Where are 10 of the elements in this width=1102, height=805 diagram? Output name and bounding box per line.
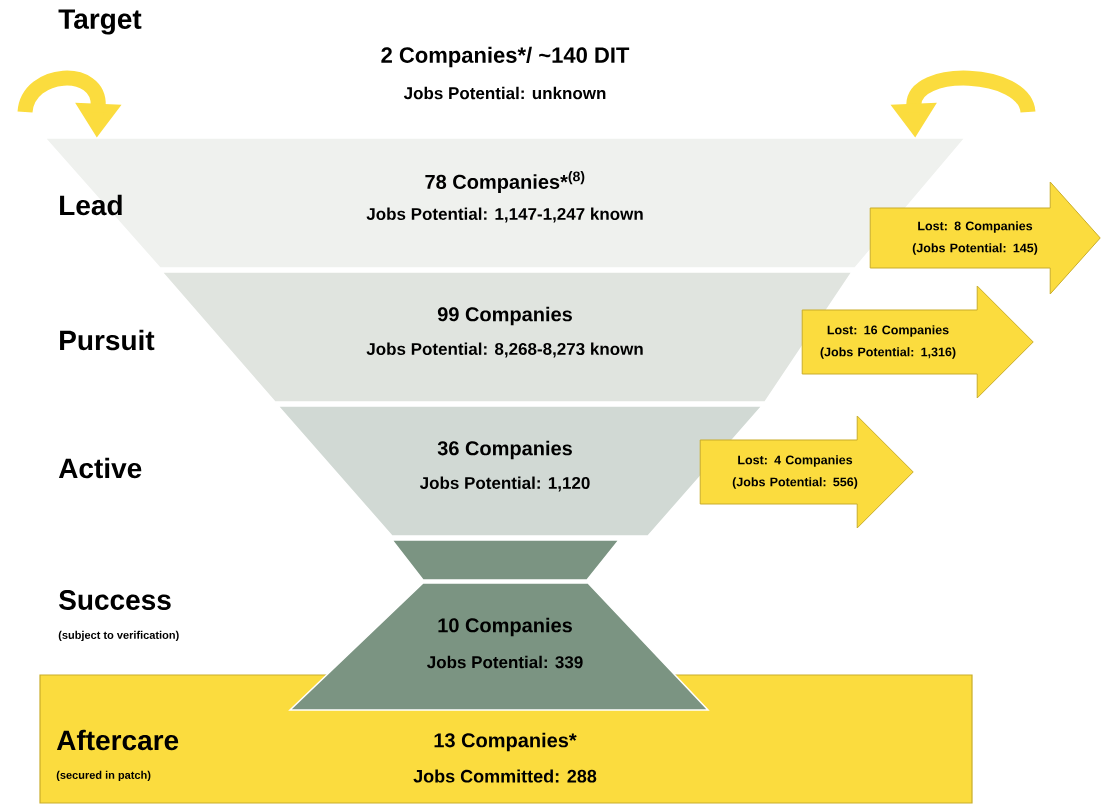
block-arrow [869, 181, 1101, 295]
stage-name: Active [58, 457, 142, 479]
block-arrow [801, 285, 1034, 399]
stage-note: (subject to verification) [58, 630, 179, 642]
block-arrow [699, 415, 914, 529]
stage-name: Pursuit [60, 329, 155, 351]
stage-text: 2 Companies*/ ~140 DIT Jobs Potential: unknown [381, 46, 630, 100]
stage-name: Target [58, 9, 142, 35]
stage-name: Success [59, 590, 171, 610]
stage-name: Lead [60, 194, 122, 216]
